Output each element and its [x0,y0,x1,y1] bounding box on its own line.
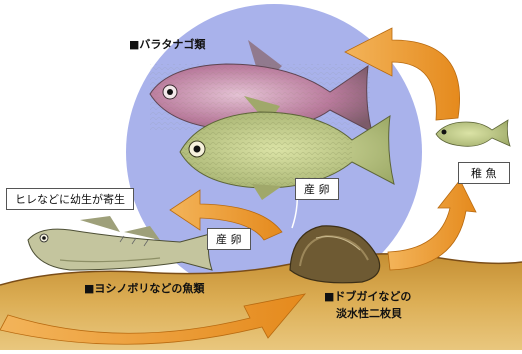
arrow-to-juvenile [387,179,477,271]
arrow-spawn-left [169,189,283,241]
juvenile-box: 稚 魚 [458,162,510,184]
spawn-by-mussel-box: 産 卵 [295,178,339,200]
arrow-to-mussel [0,293,307,345]
bitterling-green-icon [179,96,395,200]
juvenile-fish-icon [435,119,511,147]
ground [0,253,522,350]
parasite-note-box: ヒレなどに幼生が寄生 [6,188,134,210]
mussel-icon [289,225,381,284]
mussel-label-line1: ■ドブガイなどの [324,290,412,303]
arrow-top-return [344,27,460,121]
goby-fish-icon [27,216,213,271]
spawn-into-mussel-box: 産 卵 [207,228,251,250]
mussel-label-line2: 淡水性二枚貝 [336,307,402,320]
goby-fish-label: ■ヨシノボリなどの魚類 [84,282,205,295]
bitterling-label: ■バラタナゴ類 [129,38,206,51]
